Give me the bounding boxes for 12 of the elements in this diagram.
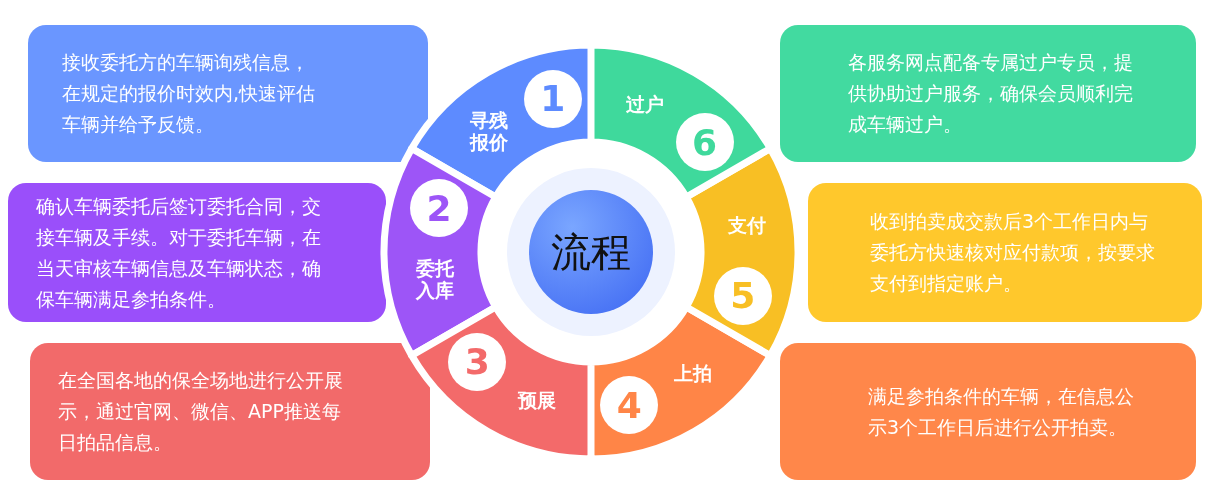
segment-label: 上拍 [672, 362, 713, 385]
description-box: 各服务网点配备专属过户专员，提供协助过户服务，确保会员顺利完成车辆过户。 [780, 25, 1196, 162]
segment-label: 寻残报价 [468, 108, 510, 153]
segment-label: 预展 [516, 389, 557, 412]
segment-label: 过户 [625, 92, 666, 115]
description-box: 确认车辆委托后签订委托合同，交接车辆及手续。对于委托车辆，在当天审核车辆信息及车辆状态，确保车辆满足参拍条件。 [8, 183, 386, 322]
description-box: 在全国各地的保全场地进行公开展示，通过官网、微信、APP推送每日拍品信息。 [30, 343, 430, 480]
description-box: 满足参拍条件的车辆，在信息公示3个工作日后进行公开拍卖。 [780, 343, 1196, 480]
description-box: 接收委托方的车辆询残信息，在规定的报价时效内,快速评估车辆并给予反馈。 [28, 25, 428, 162]
segment-label: 支付 [726, 213, 767, 236]
description-box: 收到拍卖成交款后3个工作日内与委托方快速核对应付款项，按要求支付到指定账户。 [808, 183, 1202, 322]
segment-label: 委托入库 [414, 257, 456, 302]
